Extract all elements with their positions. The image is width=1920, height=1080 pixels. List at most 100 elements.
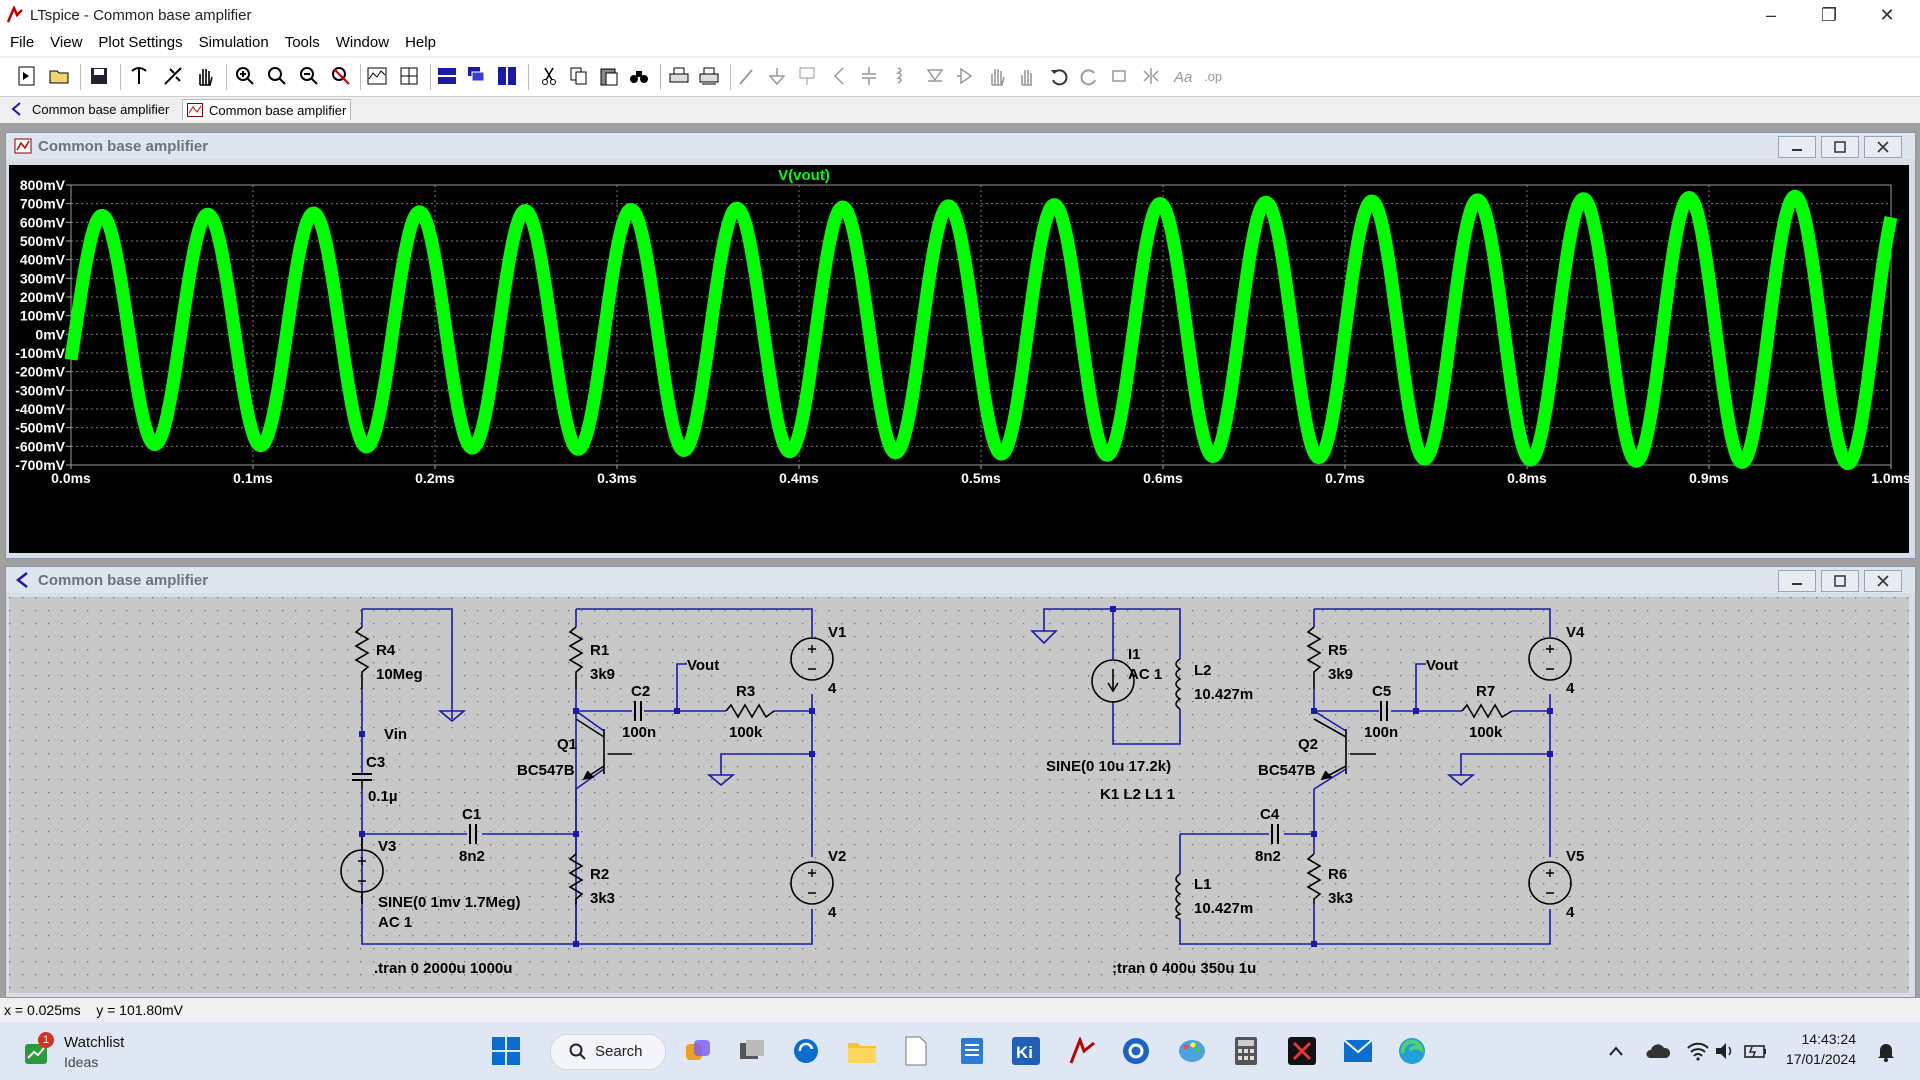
copy-icon[interactable] — [566, 63, 592, 89]
schematic-canvas[interactable]: R4 10Meg Vin C3 0.1µ V3 SINE(0 1mv 1.7Me… — [9, 597, 1909, 993]
inductor-l1[interactable] — [1175, 873, 1182, 920]
schematic-minimize-button[interactable] — [1778, 570, 1816, 592]
file-explorer-icon[interactable] — [846, 1035, 878, 1067]
voltage-source-v3[interactable] — [340, 834, 384, 904]
snipping-tool-icon[interactable] — [1286, 1035, 1318, 1067]
waveform-maximize-button[interactable] — [1821, 136, 1859, 158]
cut-icon[interactable] — [536, 63, 562, 89]
task-view-icon[interactable] — [736, 1035, 768, 1067]
drag-hand-icon[interactable] — [1014, 63, 1040, 89]
menu-help[interactable]: Help — [405, 34, 436, 51]
taskbar-search[interactable]: Search — [550, 1034, 666, 1070]
print-preview-icon[interactable] — [696, 63, 722, 89]
waveform-minimize-button[interactable] — [1778, 136, 1816, 158]
show-hidden-icons[interactable] — [1600, 1035, 1632, 1067]
manual-limits-icon[interactable] — [396, 63, 422, 89]
save-icon[interactable] — [86, 63, 112, 89]
restore-button[interactable]: ❐ — [1820, 4, 1838, 25]
trace-vout[interactable] — [64, 189, 1898, 471]
tran-directive-1[interactable]: .tran 0 2000u 1000u — [374, 960, 512, 977]
notepad-icon[interactable] — [900, 1035, 932, 1067]
draw-wire-icon[interactable] — [734, 63, 760, 89]
paste-icon[interactable] — [596, 63, 622, 89]
capacitor-c2[interactable] — [634, 701, 642, 721]
tile-vertical-icon[interactable] — [494, 63, 520, 89]
redo-icon[interactable] — [1076, 63, 1102, 89]
capacitor-c3[interactable] — [352, 773, 372, 789]
diode-icon[interactable] — [922, 63, 948, 89]
spice-directive-icon[interactable]: .op — [1200, 63, 1226, 89]
find-binoculars-icon[interactable] — [626, 63, 652, 89]
schematic-maximize-button[interactable] — [1821, 570, 1859, 592]
paint-icon[interactable] — [1176, 1035, 1208, 1067]
edge-sync-icon[interactable] — [790, 1035, 822, 1067]
print-icon[interactable] — [666, 63, 692, 89]
capacitor-c5[interactable] — [1380, 701, 1388, 721]
start-windows-icon[interactable] — [490, 1035, 522, 1067]
rotate-icon[interactable] — [1108, 63, 1134, 89]
voltage-source-v2[interactable] — [790, 861, 834, 905]
calculator-icon[interactable] — [1230, 1035, 1262, 1067]
inductor-l2[interactable] — [1175, 658, 1182, 710]
tran-directive-2[interactable]: ;tran 0 400u 350u 1u — [1112, 960, 1256, 977]
zoom-out-icon[interactable] — [296, 63, 322, 89]
resistor-r5[interactable] — [1306, 626, 1322, 689]
notes-icon[interactable] — [956, 1035, 988, 1067]
voltage-source-v5[interactable] — [1528, 861, 1572, 905]
onedrive-cloud-icon[interactable] — [1642, 1035, 1674, 1067]
qucs-icon[interactable] — [1120, 1035, 1152, 1067]
clock-date[interactable]: 17/01/2024 — [1785, 1051, 1856, 1067]
menu-view[interactable]: View — [50, 34, 83, 51]
new-schematic-icon[interactable] — [14, 63, 40, 89]
resistor-r4[interactable] — [354, 626, 370, 689]
volume-icon[interactable] — [1710, 1035, 1742, 1067]
autorange-icon[interactable] — [364, 63, 390, 89]
transistor-q1[interactable] — [575, 718, 632, 781]
cascade-windows-icon[interactable] — [464, 63, 490, 89]
schematic-window-titlebar[interactable]: Common base amplifier — [6, 567, 1915, 593]
schematic-close-button[interactable] — [1864, 570, 1902, 592]
capacitor-c1[interactable] — [469, 824, 477, 844]
waveform-window-titlebar[interactable]: Common base amplifier — [6, 133, 1915, 159]
run-simulation-icon[interactable] — [160, 63, 186, 89]
resistor-icon[interactable] — [826, 63, 852, 89]
ltspice-taskbar-icon[interactable] — [1066, 1035, 1098, 1067]
transistor-q2[interactable] — [1313, 718, 1376, 781]
resistor-r3[interactable] — [725, 703, 775, 719]
widget-watchlist[interactable]: 1 Watchlist Ideas — [24, 1032, 154, 1072]
resistor-r2[interactable] — [568, 853, 584, 904]
menu-plot-settings[interactable]: Plot Settings — [98, 34, 183, 51]
menu-window[interactable]: Window — [335, 34, 390, 51]
undo-icon[interactable] — [1046, 63, 1072, 89]
wifi-icon[interactable] — [1682, 1035, 1714, 1067]
zoom-area-icon[interactable] — [264, 63, 290, 89]
trace-title[interactable]: V(vout) — [778, 167, 830, 184]
menu-simulation[interactable]: Simulation — [198, 34, 269, 51]
menu-tools[interactable]: Tools — [284, 34, 320, 51]
edge-browser-icon[interactable] — [1396, 1035, 1428, 1067]
kicad-icon[interactable]: Ki — [1010, 1035, 1042, 1067]
resistor-r7[interactable] — [1461, 703, 1513, 719]
k1-directive[interactable]: K1 L2 L1 1 — [1100, 786, 1175, 803]
current-source-i1[interactable] — [1091, 659, 1135, 703]
waveform-close-button[interactable] — [1864, 136, 1902, 158]
control-panel-icon[interactable] — [126, 63, 152, 89]
open-folder-icon[interactable] — [46, 63, 72, 89]
close-button[interactable]: ✕ — [1879, 4, 1895, 25]
tab-schematic[interactable]: Common base amplifier — [10, 99, 169, 119]
resistor-r6[interactable] — [1306, 853, 1322, 904]
tab-waveform[interactable]: Common base amplifier — [182, 99, 352, 120]
mirror-icon[interactable] — [1138, 63, 1164, 89]
resistor-r1[interactable] — [568, 626, 584, 689]
voltage-source-v1[interactable] — [790, 637, 834, 681]
ground-icon[interactable] — [764, 63, 790, 89]
mail-icon[interactable] — [1342, 1035, 1374, 1067]
tile-horizontal-icon[interactable] — [434, 63, 460, 89]
battery-icon[interactable] — [1740, 1035, 1772, 1067]
text-icon[interactable]: Aa — [1170, 63, 1196, 89]
capacitor-c4[interactable] — [1271, 824, 1279, 844]
clock-time[interactable]: 14:43:24 — [1801, 1031, 1857, 1047]
label-net-icon[interactable] — [794, 63, 820, 89]
inductor-icon[interactable] — [888, 63, 914, 89]
